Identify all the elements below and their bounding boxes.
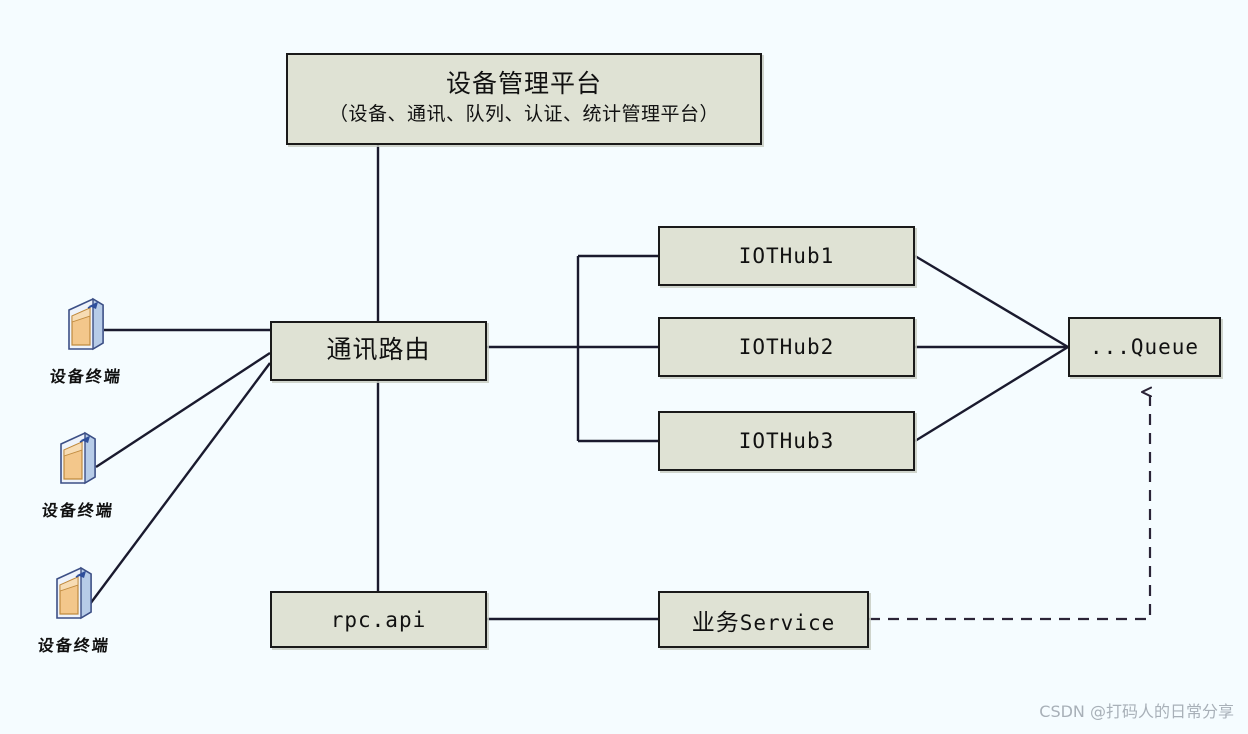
rpc-api-title: rpc.api xyxy=(330,607,427,632)
device-terminal-icon xyxy=(56,430,100,488)
device-terminal-1[interactable]: 设备终端 xyxy=(31,296,141,387)
node-iothub1[interactable]: IOTHub1 xyxy=(658,226,915,286)
device-terminal-icon xyxy=(52,565,96,623)
node-device-management-platform[interactable]: 设备管理平台 （设备、通讯、队列、认证、统计管理平台） xyxy=(286,53,762,145)
csdn-watermark: CSDN @打码人的日常分享 xyxy=(1039,702,1234,721)
device-terminal-label: 设备终端 xyxy=(36,636,111,655)
queue-title: ...Queue xyxy=(1089,335,1200,359)
service-title: 业务Service xyxy=(692,603,836,637)
node-business-service[interactable]: 业务Service xyxy=(658,591,869,648)
iothub2-title: IOTHub2 xyxy=(738,335,835,359)
device-terminal-label: 设备终端 xyxy=(40,501,115,520)
iothub1-title: IOTHub1 xyxy=(738,244,835,268)
node-iothub3[interactable]: IOTHub3 xyxy=(658,411,915,471)
node-iothub2[interactable]: IOTHub2 xyxy=(658,317,915,377)
node-queue[interactable]: ...Queue xyxy=(1068,317,1221,377)
wire-iothub3-to-queue xyxy=(914,345,1069,443)
node-communication-router[interactable]: 通讯路由 xyxy=(270,321,487,381)
service-title-en: Service xyxy=(739,610,836,635)
router-title: 通讯路由 xyxy=(326,336,431,364)
iothub3-title: IOTHub3 xyxy=(738,429,835,453)
platform-title: 设备管理平台 xyxy=(445,71,602,99)
device-terminal-3[interactable]: 设备终端 xyxy=(19,565,129,656)
node-rpc-api[interactable]: rpc.api xyxy=(270,591,487,648)
wire-iothub1-to-queue xyxy=(914,254,1069,349)
device-terminal-2[interactable]: 设备终端 xyxy=(23,430,133,521)
service-title-cn: 业务 xyxy=(691,609,740,635)
platform-subtitle: （设备、通讯、队列、认证、统计管理平台） xyxy=(328,103,719,125)
device-terminal-label: 设备终端 xyxy=(48,367,123,386)
device-terminal-icon xyxy=(64,296,108,354)
